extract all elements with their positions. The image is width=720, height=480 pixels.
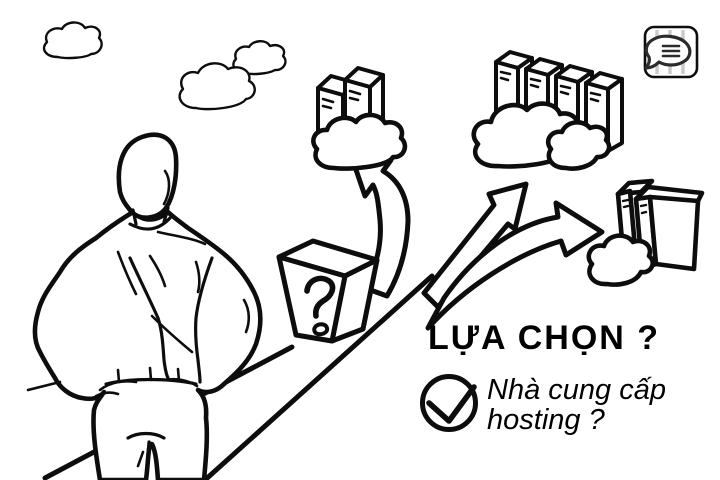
arrow-up-icon xyxy=(350,157,411,299)
man-back-wrinkles xyxy=(148,254,167,288)
subheadline-line1: Nhà cung cấp xyxy=(487,374,666,406)
man-collar xyxy=(131,208,138,226)
man-head xyxy=(116,132,179,220)
man-ear xyxy=(162,169,171,206)
cloud-server-icon xyxy=(311,66,408,171)
question-box xyxy=(276,238,380,344)
cloud-books-icon xyxy=(586,178,705,287)
question-mark xyxy=(304,275,336,319)
small-cloud-icon xyxy=(42,21,103,60)
man-figure xyxy=(26,132,263,480)
subheadline-line2: hosting ? xyxy=(487,404,606,436)
chat-bubble-sign-icon xyxy=(643,25,699,79)
man-body xyxy=(32,209,263,480)
man-seat-line xyxy=(126,431,166,440)
cloud-server-rack-icon xyxy=(471,50,624,171)
headline-text: LỰA CHỌN ? xyxy=(428,319,660,357)
check-mark xyxy=(426,384,477,424)
cloud-pair-icon xyxy=(178,40,287,111)
man-inner-arm-right xyxy=(194,256,214,384)
road-right-edge xyxy=(202,273,435,480)
man-inner-arm-left xyxy=(128,256,170,380)
arrow-up-right-icon xyxy=(421,181,529,310)
check-circle-icon xyxy=(420,374,478,432)
arrow-right-icon xyxy=(425,200,605,331)
